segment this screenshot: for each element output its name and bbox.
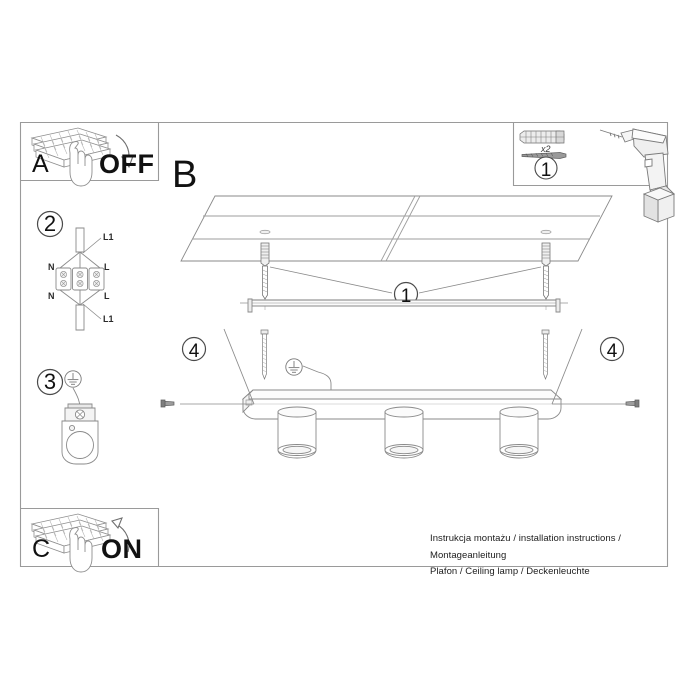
spotlight-3: [499, 406, 539, 459]
assembly-earth-symbol-icon: [285, 358, 303, 376]
callout-4-left-circle: [181, 336, 207, 362]
power-drill-icon: [599, 128, 675, 223]
callout-4-right-circle: [599, 336, 625, 362]
panel-a-action-label: OFF: [99, 149, 155, 179]
ceiling-surface: [180, 195, 613, 262]
ceiling-drill-marks: [259, 229, 552, 235]
callout-4-right-leaders: [551, 328, 626, 405]
lamp-mount-screw-right: [541, 329, 550, 380]
wire-label-n-upper: N: [48, 262, 55, 272]
panel-a-arrow-down-icon: [115, 134, 134, 169]
terminal-screws: [60, 271, 100, 287]
parts-callout-number: 1: [540, 160, 552, 181]
panel-b-letter: B: [172, 154, 198, 196]
panel-c-arrow-up-icon: [111, 517, 130, 553]
step-3-number: 3: [43, 369, 57, 394]
terminal-block-icon: [55, 227, 105, 331]
ground-bracket-icon: [61, 387, 99, 465]
panel-a-letter: A: [32, 150, 49, 178]
panel-c-action-label: ON: [101, 534, 143, 564]
caption-line-2: Plafon / Ceiling lamp / Deckenleuchte: [430, 566, 590, 578]
wire-label-l-upper: L: [104, 262, 110, 272]
parts-callout-circle: [534, 156, 558, 180]
callout-4-left-number: 4: [188, 341, 200, 362]
spotlight-2: [384, 406, 424, 459]
callout-4-right-number: 4: [606, 341, 618, 362]
ceiling-seam: [380, 195, 421, 262]
lamp-mount-screw-left: [260, 329, 269, 380]
caption-block: Instrukcja montażu / installation instru…: [430, 531, 688, 581]
step-3-earth-symbol-icon: [64, 370, 82, 388]
lamp-side-set-screw-right: [625, 399, 640, 408]
wire-label-l1-top: L1: [103, 232, 114, 242]
callout-1-leaders: [269, 266, 542, 294]
step-2-number: 2: [43, 211, 57, 236]
lamp-side-set-screw-left: [160, 399, 175, 408]
step-3-circle: [36, 368, 64, 396]
spotlight-1: [277, 406, 317, 459]
ceiling-anchor-left: [260, 242, 270, 300]
callout-1-number: 1: [400, 286, 412, 307]
caption-line-1: Instrukcja montażu / installation instru…: [430, 533, 621, 561]
callout-4-left-leaders: [180, 328, 255, 405]
mounting-bracket-bar: [247, 298, 561, 313]
terminal-leader-lines: [82, 237, 102, 320]
wire-label-l-lower: L: [104, 291, 110, 301]
ceiling-anchor-right: [541, 242, 551, 300]
step-2-circle: [36, 210, 64, 238]
earth-wire: [302, 365, 332, 390]
parts-quantity-label: x2: [541, 144, 551, 154]
parts-panel-frame: [512, 122, 668, 187]
sheet-frame: [19, 121, 669, 568]
panel-c-letter: C: [32, 535, 51, 563]
wire-label-l1-bottom: L1: [103, 314, 114, 324]
wall-plug-anchor-icon: [519, 130, 565, 144]
wire-label-n-lower: N: [48, 291, 55, 301]
